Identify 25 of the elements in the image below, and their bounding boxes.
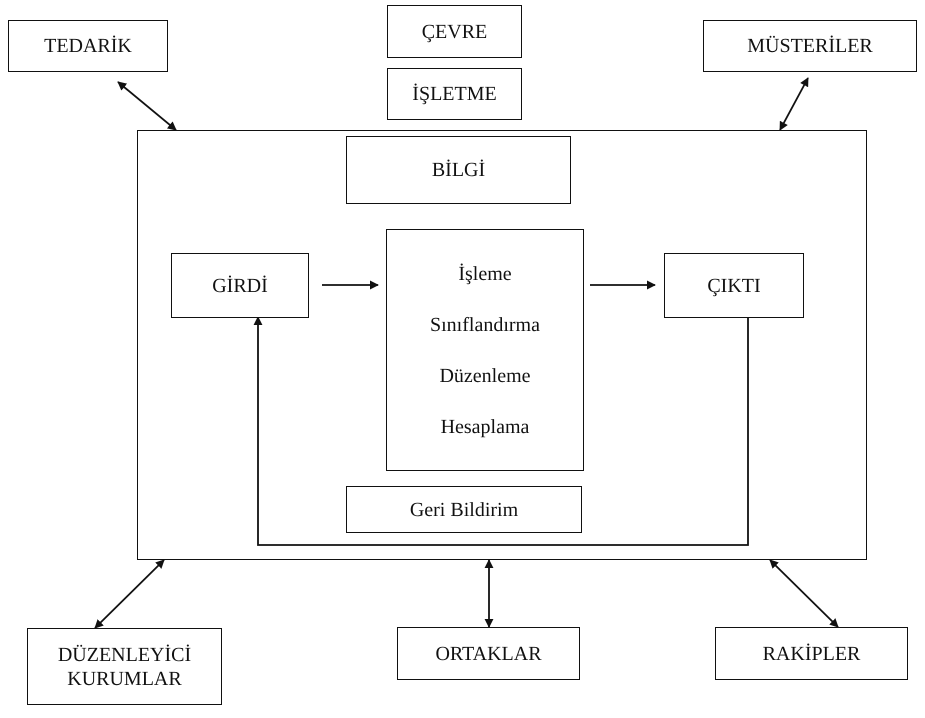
system-frame <box>137 130 867 560</box>
label-box: Geri Bildirim <box>346 486 582 533</box>
arrow <box>254 316 749 546</box>
double-arrow <box>769 559 839 628</box>
arrow <box>590 280 656 290</box>
double-arrow <box>484 559 494 628</box>
double-arrow <box>117 81 177 131</box>
process-step: Düzenleme <box>439 364 531 388</box>
process-step: Sınıflandırma <box>430 312 540 336</box>
process-box <box>386 229 584 471</box>
process-step: Hesaplama <box>440 414 530 438</box>
label-box: ORTAKLAR <box>397 627 580 680</box>
arrow <box>322 280 379 290</box>
label-box: ÇEVRE <box>387 5 522 58</box>
double-arrow <box>779 77 809 131</box>
label-box: ÇIKTI <box>664 253 804 318</box>
double-arrow <box>94 559 165 629</box>
label-box: BİLGİ <box>346 136 571 204</box>
label-box: İŞLETME <box>387 68 522 120</box>
label-box: MÜSTERİLER <box>703 20 917 72</box>
label-box: TEDARİK <box>8 20 168 72</box>
label-box: GİRDİ <box>171 253 309 318</box>
label-box: RAKİPLER <box>715 627 908 680</box>
label-box: DÜZENLEYİCİ KURUMLAR <box>27 628 222 705</box>
process-step: İşleme <box>458 262 512 286</box>
